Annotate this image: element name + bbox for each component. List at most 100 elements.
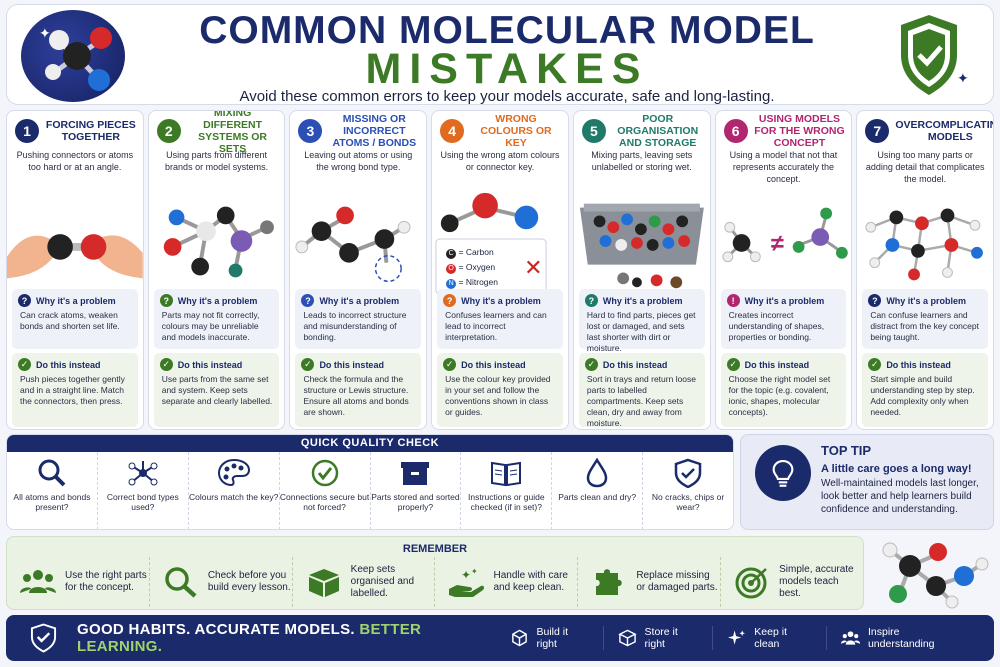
why-problem-box: ?Why it's a problem Parts may not fit co… bbox=[153, 289, 280, 349]
top-tip-headline: A little care goes a long way! bbox=[821, 463, 972, 475]
why-problem-box: ?Why it's a problem Leads to incorrect s… bbox=[295, 289, 422, 349]
mistake-number: 5 bbox=[581, 119, 606, 143]
mistake-description: Using too many parts or adding detail th… bbox=[865, 150, 985, 184]
droplet-icon bbox=[586, 458, 608, 488]
remember-item: Keep sets organised and labelled. bbox=[293, 557, 436, 607]
svg-text:✦: ✦ bbox=[461, 568, 471, 582]
quick-check-item: No cracks, chips or wear? bbox=[643, 452, 733, 529]
mistake-card-3: 3 Missing or incorrect atoms / bonds Lea… bbox=[289, 110, 428, 430]
mistake-title: Forcing pieces together bbox=[45, 119, 136, 143]
mixed-molecule-illustration bbox=[149, 187, 285, 297]
check-icon: ✓ bbox=[159, 358, 173, 371]
palette-icon bbox=[217, 458, 250, 487]
quick-check-item: Parts clean and dry? bbox=[552, 452, 644, 529]
footer-item-build: Build it right bbox=[496, 626, 603, 650]
shield-check-icon: ✦ bbox=[895, 11, 973, 101]
why-problem-box: ?Why it's a problem Hard to find parts, … bbox=[578, 289, 705, 353]
page-title-line2: MISTAKES bbox=[365, 45, 649, 93]
do-instead-box: ✓Do this instead Use parts from the same… bbox=[153, 353, 280, 427]
footer-item-store: Store it right bbox=[602, 626, 713, 650]
check-icon: ✓ bbox=[868, 358, 882, 371]
sparkle-icon bbox=[728, 630, 746, 645]
storage-box-icon bbox=[617, 629, 637, 647]
target-icon bbox=[735, 567, 767, 599]
check-circle-icon bbox=[311, 459, 338, 487]
puzzle-icon bbox=[596, 569, 623, 595]
colour-key-legend: C = Carbon O = Oxygen N = Nitrogen bbox=[446, 245, 498, 290]
top-tip-title: TOP TIP bbox=[821, 443, 872, 458]
shield-check-icon bbox=[674, 458, 702, 488]
svg-text:✦: ✦ bbox=[39, 25, 51, 41]
why-problem-box: ?Why it's a problem Can crack atoms, wea… bbox=[12, 289, 138, 349]
remember-item: Check before you build every lesson. bbox=[150, 557, 293, 607]
mistake-card-6: 6 Using models for the wrong concept Usi… bbox=[714, 110, 853, 430]
mistake-number: 1 bbox=[15, 119, 39, 143]
mistake-number: 7 bbox=[865, 119, 890, 143]
mistake-card-4: 4 Wrong colours or key Using the wrong a… bbox=[431, 110, 569, 430]
header: ✦ COMMON MOLECULAR MODEL MISTAKES Avoid … bbox=[6, 4, 994, 105]
forcing-hands-illustration bbox=[7, 187, 143, 297]
box-icon bbox=[401, 462, 430, 485]
lightbulb-icon bbox=[755, 445, 811, 501]
question-icon: ? bbox=[159, 294, 173, 307]
mistake-card-5: 5 Poor organisation and storage Mixing p… bbox=[572, 110, 711, 430]
shield-check-icon bbox=[30, 623, 57, 653]
exclamation-icon: ! bbox=[726, 294, 740, 307]
mistake-description: Using a model that not that represents a… bbox=[729, 150, 838, 184]
question-icon: ? bbox=[301, 294, 315, 307]
wrong-colour-illustration: C = Carbon O = Oxygen N = Nitrogen ✕ bbox=[432, 187, 568, 297]
do-instead-box: ✓Do this instead Start simple and build … bbox=[862, 353, 989, 427]
check-icon: ✓ bbox=[18, 358, 31, 371]
top-tip: TOP TIP A little care goes a long way! W… bbox=[740, 434, 994, 530]
quick-check-item: Correct bond types used? bbox=[98, 452, 189, 529]
top-tip-text: Well-maintained models last longer, look… bbox=[821, 478, 979, 515]
mistake-card-7: 7 Overcomplicating models Using too many… bbox=[856, 110, 995, 430]
mistake-description: Using the wrong atom colours or connecto… bbox=[440, 150, 560, 172]
mistake-title: Using models for the wrong concept bbox=[754, 113, 845, 149]
mistake-number: 3 bbox=[298, 119, 323, 143]
mistake-description: Using parts from different brands or mod… bbox=[165, 150, 269, 172]
mistake-title: Overcomplicating models bbox=[895, 119, 993, 143]
page-title-line1: COMMON MOLECULAR MODEL bbox=[199, 9, 815, 52]
remember-panel: REMEMBER Use the right parts for the con… bbox=[6, 536, 864, 610]
cross-icon: ✕ bbox=[524, 255, 543, 280]
quick-check-item: Parts stored and sorted properly? bbox=[371, 452, 462, 529]
question-icon: ? bbox=[443, 294, 457, 307]
check-icon: ✓ bbox=[726, 358, 740, 371]
magnifier-icon bbox=[38, 459, 66, 487]
footer-banner: GOOD HABITS. ACCURATE MODELS. BETTER LEA… bbox=[6, 615, 994, 661]
quick-quality-check: QUICK QUALITY CHECK All atoms and bonds … bbox=[6, 434, 734, 530]
mistake-title: Mixing different systems or sets bbox=[198, 110, 267, 155]
missing-atom-illustration bbox=[290, 187, 426, 297]
remember-item: Simple, accurate models teach best. bbox=[721, 557, 863, 607]
do-instead-box: ✓Do this instead Choose the right model … bbox=[720, 353, 847, 427]
quick-check-item: Instructions or guide checked (if in set… bbox=[461, 452, 553, 529]
svg-text:≠: ≠ bbox=[771, 231, 784, 257]
mistake-card-1: 1 Forcing pieces together Pushing connec… bbox=[6, 110, 144, 430]
mistake-title: Missing or incorrect atoms / bonds bbox=[332, 113, 417, 149]
do-instead-box: ✓Do this instead Push pieces together ge… bbox=[12, 353, 138, 427]
magnifier-icon bbox=[165, 567, 197, 598]
remember-item: Replace missing or damaged parts. bbox=[578, 557, 722, 607]
do-instead-box: ✓Do this instead Use the colour key prov… bbox=[437, 353, 563, 427]
mistake-title: Poor organisation and storage bbox=[617, 113, 699, 149]
remember-title: REMEMBER bbox=[402, 543, 468, 555]
question-icon: ? bbox=[584, 294, 598, 307]
why-problem-box: ?Why it's a problem Can confuse learners… bbox=[862, 289, 989, 349]
mistake-number: 6 bbox=[723, 119, 748, 143]
mistake-card-2: 2 Mixing different systems or sets Using… bbox=[147, 110, 286, 430]
remember-item: Use the right parts for the concept. bbox=[7, 557, 150, 607]
book-icon bbox=[491, 461, 522, 487]
check-icon: ✓ bbox=[584, 358, 598, 371]
molecule-model-illustration bbox=[870, 536, 994, 610]
mistake-description: Pushing connectors or atoms too hard or … bbox=[16, 150, 134, 172]
people-icon bbox=[840, 631, 860, 645]
complex-molecule-illustration bbox=[857, 187, 993, 297]
mistake-description: Mixing parts, leaving sets unlabelled or… bbox=[591, 150, 693, 172]
molecule-icon bbox=[128, 461, 158, 486]
do-instead-box: ✓Do this instead Check the formula and t… bbox=[295, 353, 422, 427]
mistake-cards: 1 Forcing pieces together Pushing connec… bbox=[6, 110, 995, 430]
remember-item: ✦✦ Handle with care and keep clean. bbox=[435, 557, 579, 607]
molecule-logo-icon: ✦ bbox=[21, 10, 125, 102]
svg-text:✦: ✦ bbox=[957, 70, 969, 86]
